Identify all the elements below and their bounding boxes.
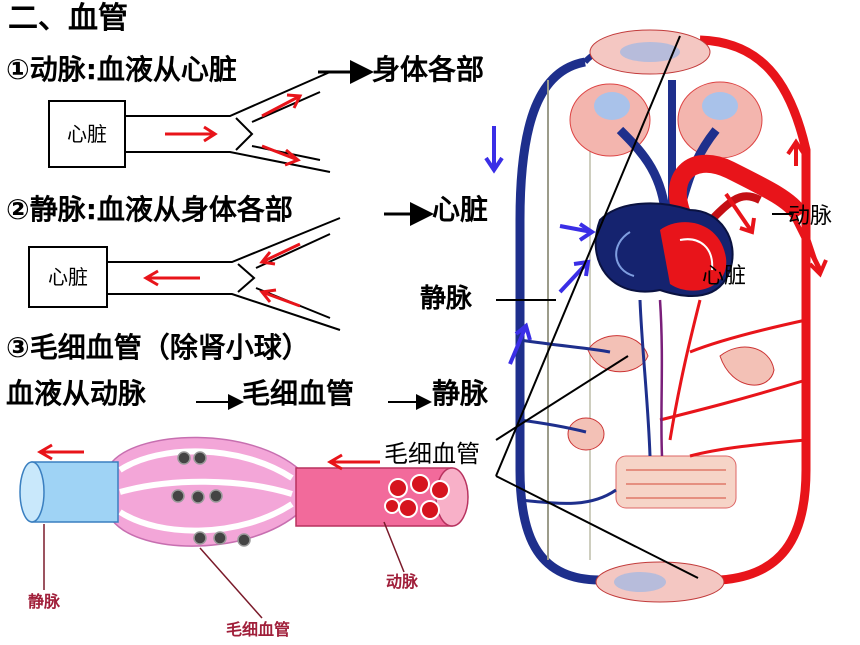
capillary-illustration: [19, 436, 469, 619]
section-title: 二、血管: [8, 1, 128, 36]
body-heart-label: 心脏: [702, 264, 747, 289]
artery-definition: ①动脉:血液从心脏: [6, 53, 237, 86]
artery-flow-arrows: [165, 93, 303, 167]
body-capillary-label: 毛细血管: [384, 440, 480, 468]
artery-branch-diagram: [126, 71, 331, 173]
vein-destination: 心脏: [432, 193, 489, 226]
capillary-flow-mid: 毛细血管: [242, 377, 355, 410]
heart-box-bottom-label: 心脏: [48, 265, 88, 289]
capillary-flow-start: 血液从动脉: [6, 377, 147, 410]
vein-flow-arrows: [143, 242, 301, 308]
heart-box-bottom: 心脏: [28, 246, 108, 308]
circulatory-system-illustration: [484, 29, 828, 603]
vein-definition: ②静脉:血液从身体各部: [6, 193, 293, 226]
vein-branch-diagram: [108, 217, 341, 331]
heart-box-top: 心脏: [48, 100, 126, 168]
capillary-fig-capillary-label: 毛细血管: [226, 620, 291, 639]
body-artery-label: 动脉: [788, 204, 833, 229]
body-vein-label: 静脉: [420, 284, 473, 314]
capillary-flow-end: 静脉: [432, 377, 489, 410]
artery-destination: 身体各部: [372, 53, 485, 86]
capillary-fig-vein-label: 静脉: [28, 592, 61, 611]
heart-box-top-label: 心脏: [67, 122, 107, 146]
capillary-fig-artery-label: 动脉: [386, 572, 419, 591]
capillary-definition: ③毛细血管（除肾小球）: [6, 331, 310, 364]
